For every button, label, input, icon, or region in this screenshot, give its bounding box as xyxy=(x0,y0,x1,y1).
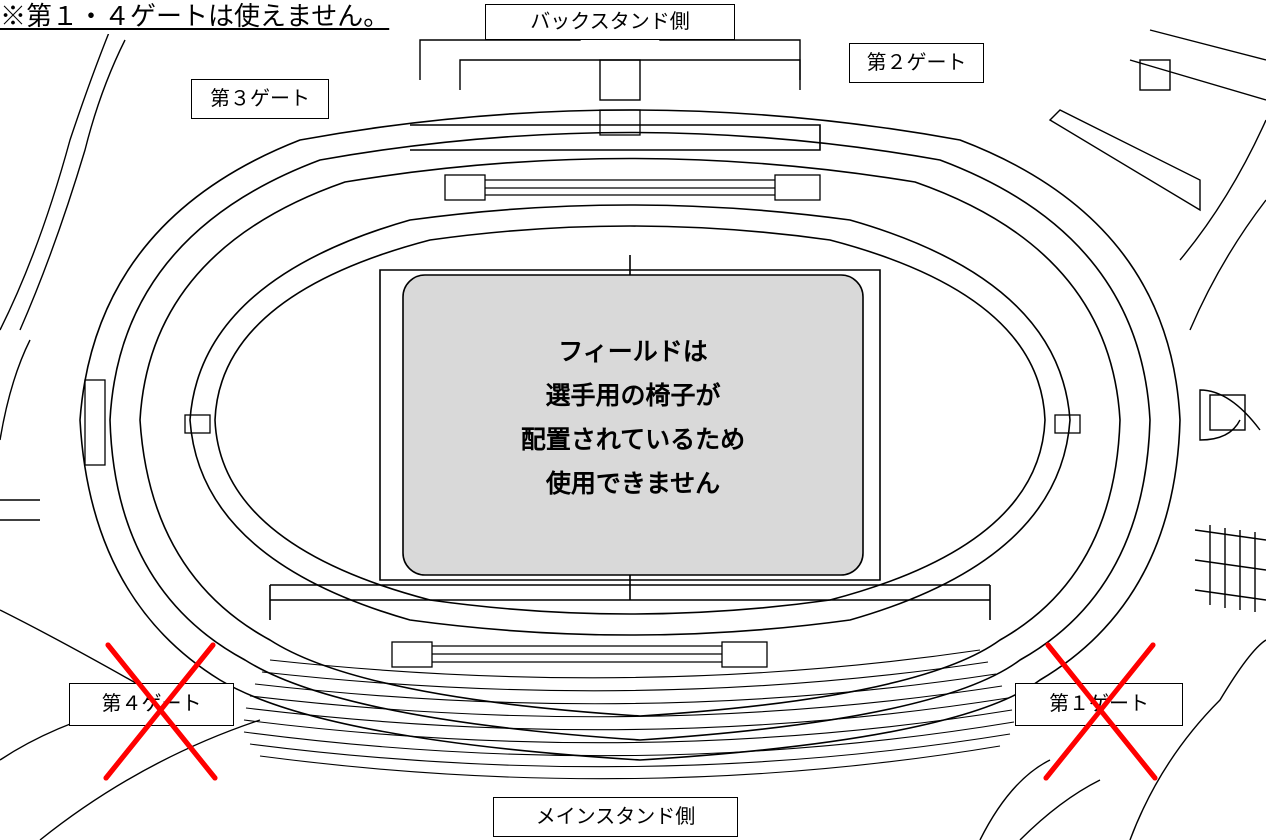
gate4-label: 第４ゲート xyxy=(69,683,234,726)
main-stand-seating xyxy=(243,649,1015,780)
stadium-outer xyxy=(79,109,1181,761)
main-stand-label: メインスタンド側 xyxy=(493,797,738,837)
gate3-label: 第３ゲート xyxy=(191,79,329,119)
field-notice-line-1: フィールドは xyxy=(558,337,708,366)
back-stand-label: バックスタンド側 xyxy=(485,4,735,40)
field-notice-line-2: 選手用の椅子が xyxy=(545,381,721,410)
field-notice-line-3: 配置されているため xyxy=(520,425,746,454)
field-area xyxy=(402,274,864,576)
gate1-label: 第１ゲート xyxy=(1015,683,1183,726)
surroundings xyxy=(0,19,1266,840)
gate2-label: 第２ゲート xyxy=(849,43,984,83)
track-bars xyxy=(84,109,1081,668)
field-notice-line-4: 使用できません xyxy=(545,469,721,498)
field-notice: フィールドは 選手用の椅子が 配置されているため 使用できません xyxy=(403,330,863,506)
notice-text: ※第１・４ゲートは使えません。 xyxy=(0,0,390,34)
